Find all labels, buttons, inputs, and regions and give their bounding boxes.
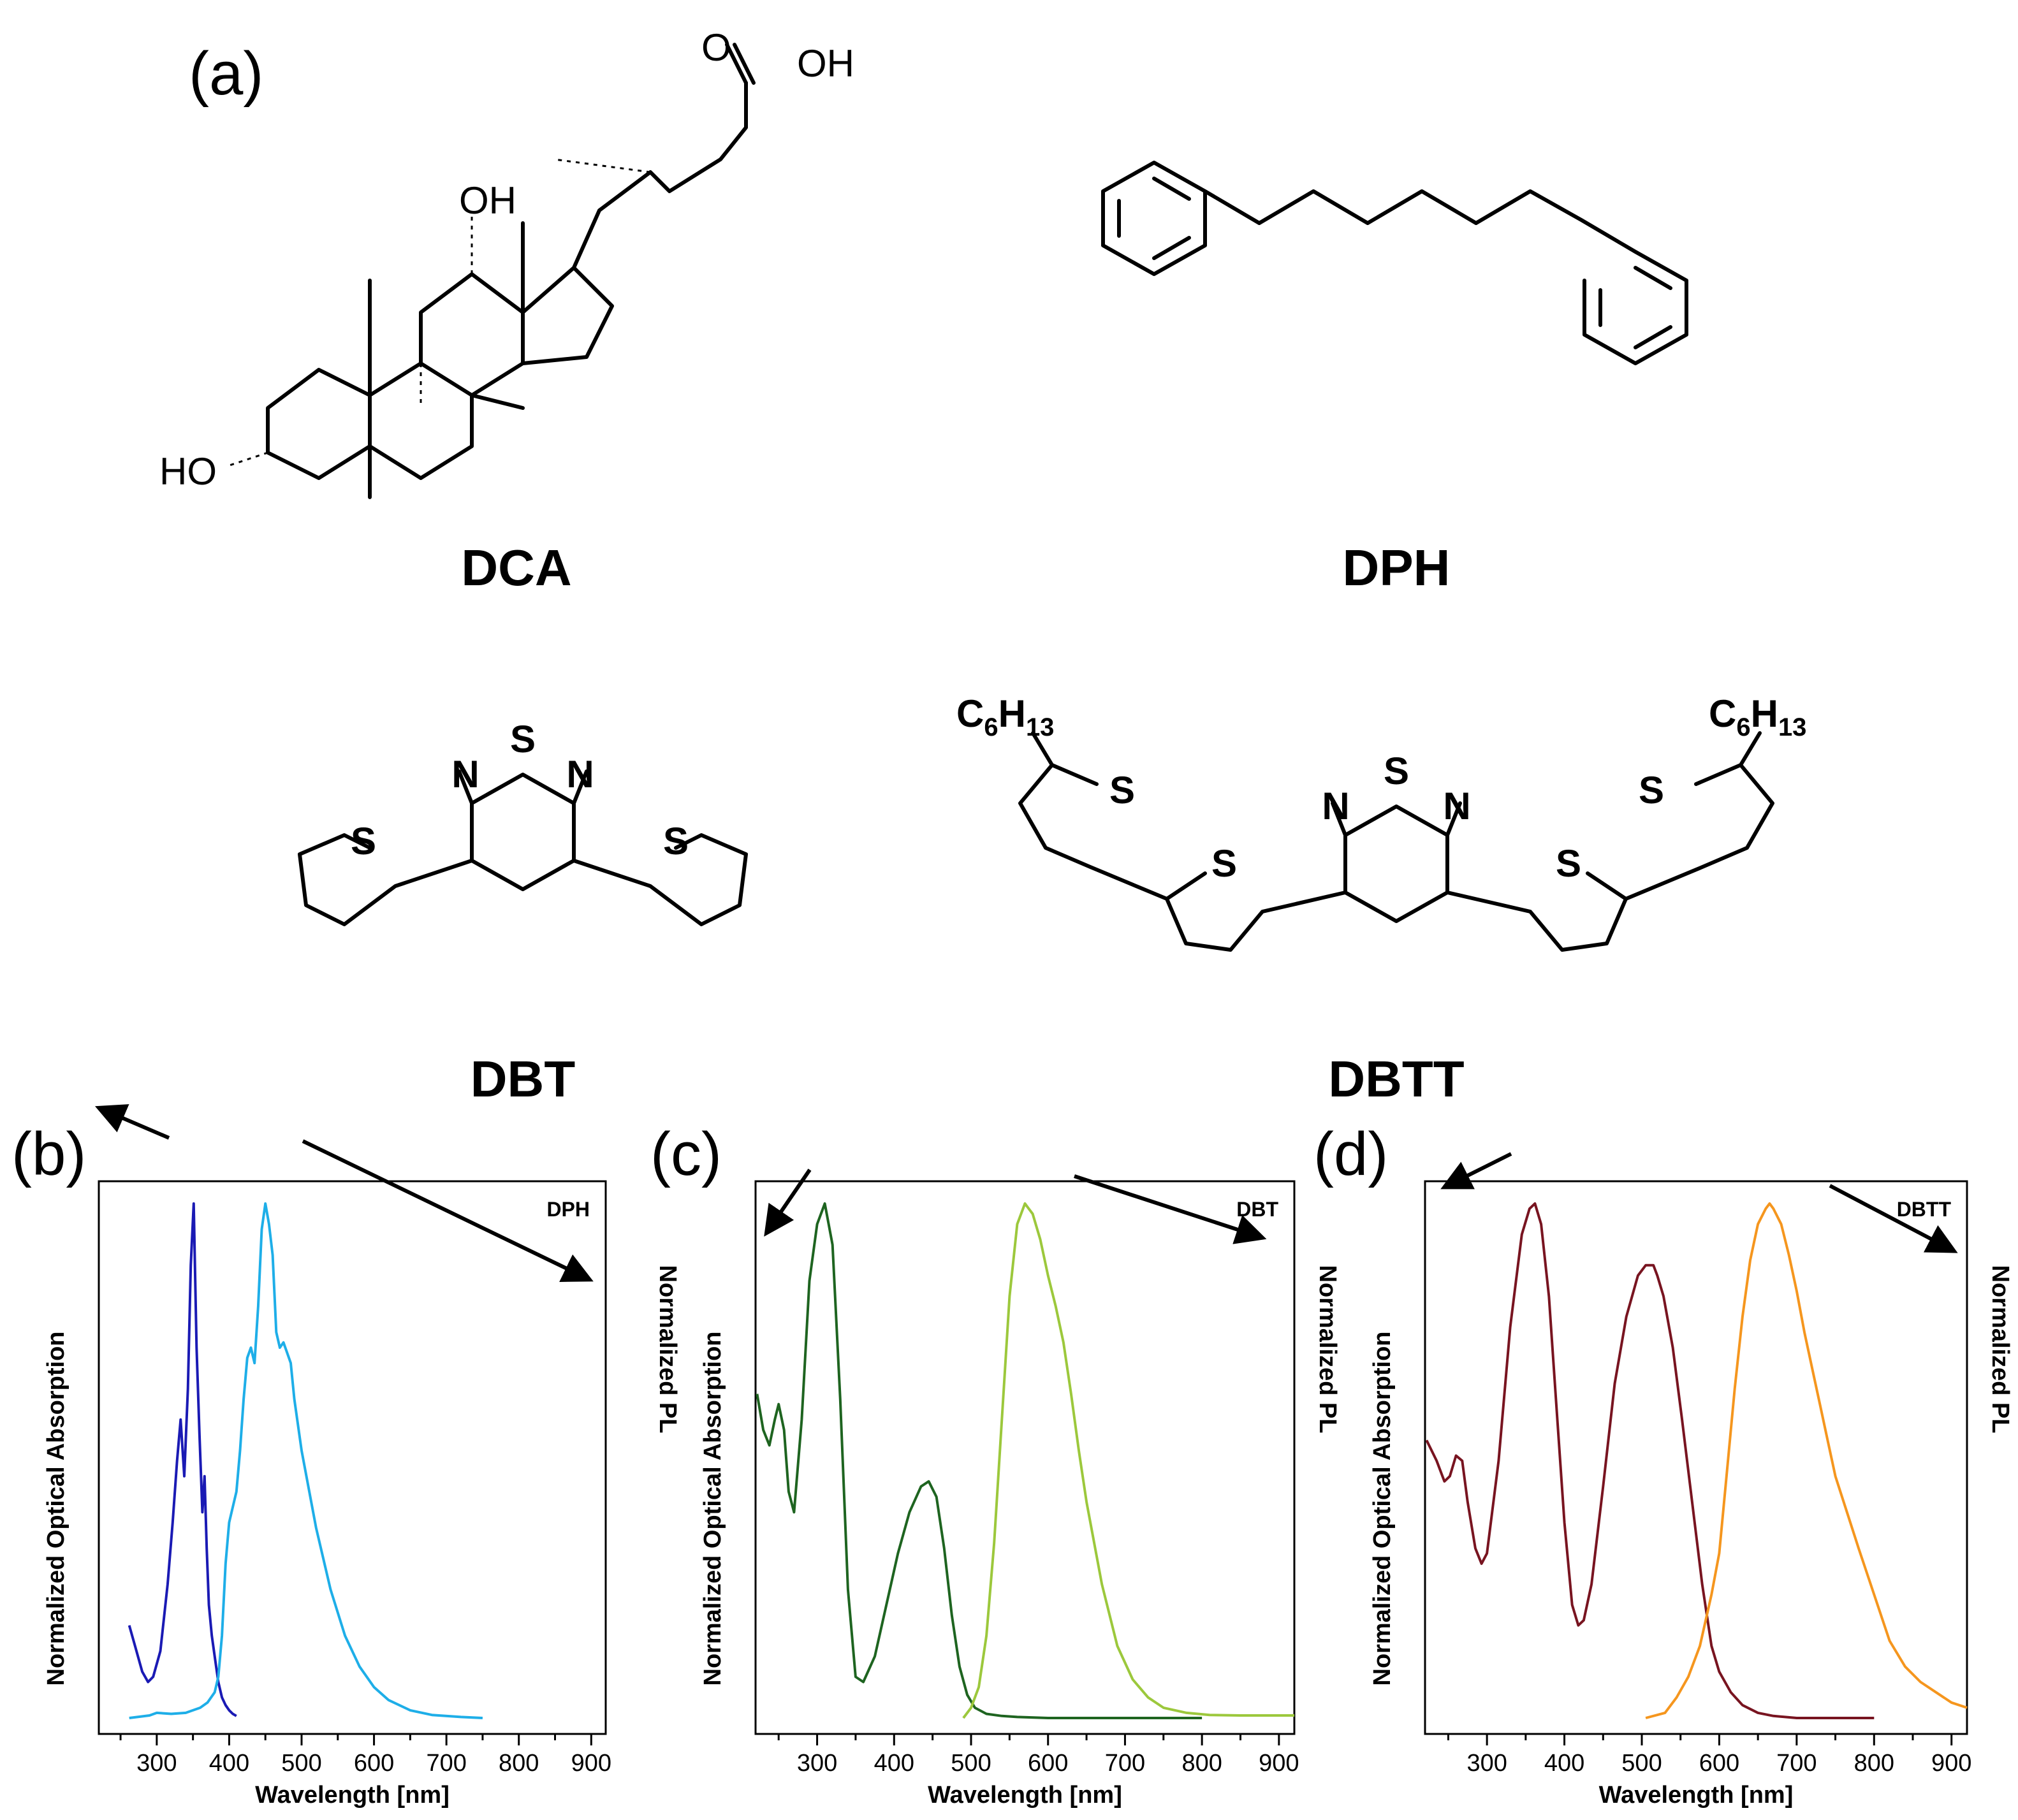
dbtt-s-center: S bbox=[1384, 750, 1409, 792]
arrow-to-absorption-axis bbox=[94, 1104, 170, 1140]
x-axis-label-dbt: Wavelength [nm] bbox=[928, 1782, 1122, 1809]
arrow-to-absorption-axis bbox=[1440, 1152, 1512, 1190]
y-axis-label-right-dph: Normalized PL bbox=[654, 1265, 681, 1434]
dca-dash-methyl bbox=[554, 158, 651, 173]
x-tick-label: 400 bbox=[209, 1750, 249, 1777]
x-tick-label: 700 bbox=[1776, 1750, 1817, 1777]
dbtt-s3: S bbox=[1556, 842, 1581, 885]
x-tick-label: 500 bbox=[281, 1750, 321, 1777]
dca-bonds bbox=[266, 81, 748, 499]
dbtt-s1: S bbox=[1109, 769, 1135, 812]
y-axis-label-left-dbt: Normalized Optical Absorption bbox=[699, 1332, 726, 1686]
plot-frame-dph bbox=[98, 1180, 607, 1735]
dbtt-s4: S bbox=[1639, 769, 1664, 812]
dph-name: DPH bbox=[1343, 539, 1451, 596]
x-tick-label: 700 bbox=[426, 1750, 466, 1777]
plot-frame-dbt bbox=[754, 1180, 1296, 1735]
dph-structure: DPH bbox=[1101, 161, 1688, 596]
dbt-pl-line bbox=[962, 1202, 1294, 1719]
x-tick-label: 300 bbox=[797, 1750, 837, 1777]
chart-inner-label-dbt: DBT bbox=[1236, 1198, 1278, 1221]
dbt-s-center: S bbox=[510, 718, 536, 761]
y-axis-label-right-dbt: Normalized PL bbox=[1314, 1265, 1341, 1434]
dca-wedges bbox=[725, 43, 756, 85]
dph-bonds bbox=[1101, 161, 1688, 365]
dbtt-s2: S bbox=[1211, 842, 1237, 885]
dbtt-absorption-line bbox=[1425, 1202, 1875, 1719]
x-tick-label: 600 bbox=[1028, 1750, 1068, 1777]
dca-structure: O OH OH HO DCA bbox=[159, 26, 854, 596]
dbt-s-right: S bbox=[663, 820, 689, 863]
dbtt-name: DBTT bbox=[1328, 1051, 1464, 1107]
plot-frame-dbtt bbox=[1424, 1180, 1968, 1735]
x-axis-label-dbtt: Wavelength [nm] bbox=[1599, 1782, 1794, 1809]
arrow-to-pl-axis bbox=[302, 1139, 594, 1282]
dca-oh-top: OH bbox=[459, 179, 516, 222]
arrow-to-pl-axis bbox=[1829, 1184, 1958, 1253]
x-axis-label-dph: Wavelength [nm] bbox=[255, 1782, 450, 1809]
x-tick-label: 600 bbox=[354, 1750, 394, 1777]
x-tick-label: 500 bbox=[951, 1750, 991, 1777]
x-tick-label: 600 bbox=[1699, 1750, 1739, 1777]
dbtt-n-right: N bbox=[1443, 785, 1470, 827]
x-tick-label: 800 bbox=[1181, 1750, 1222, 1777]
chart-inner-label-dph: DPH bbox=[546, 1198, 590, 1221]
x-tick-label: 700 bbox=[1105, 1750, 1145, 1777]
x-tick-label: 900 bbox=[1931, 1750, 1971, 1777]
y-axis-label-left-dph: Normalized Optical Absorption bbox=[43, 1332, 69, 1686]
panel-label-dph: (b) bbox=[11, 1120, 86, 1188]
dbt-n-left: N bbox=[451, 753, 479, 796]
dbtt-substituent-right: C6H13 bbox=[1709, 692, 1806, 741]
y-axis-label-left-dbtt: Normalized Optical Absorption bbox=[1369, 1332, 1396, 1686]
x-tick-label: 300 bbox=[136, 1750, 177, 1777]
x-tick-label: 900 bbox=[571, 1750, 611, 1777]
dbt-s-left: S bbox=[351, 820, 376, 863]
x-tick-label: 500 bbox=[1621, 1750, 1662, 1777]
structures-panel: (a) O OH OH HO DCA DPH S N N S S bbox=[159, 26, 1806, 1107]
dca-dash-ho bbox=[229, 451, 268, 467]
dbtt-substituent-left: C6H13 bbox=[956, 692, 1054, 741]
dbt-structure: S N N S S DBT bbox=[298, 718, 748, 1107]
dph-absorption-line bbox=[128, 1202, 237, 1717]
dbt-n-right: N bbox=[566, 753, 594, 796]
dbt-name: DBT bbox=[471, 1051, 576, 1107]
panel-label-dbtt: (d) bbox=[1313, 1120, 1388, 1188]
x-tick-label: 300 bbox=[1466, 1750, 1507, 1777]
dbtt-pl-line bbox=[1645, 1202, 1968, 1719]
dbt-bonds bbox=[298, 769, 748, 926]
panel-label-dbt: (c) bbox=[650, 1120, 722, 1188]
dca-acid-oh: OH bbox=[797, 42, 854, 85]
dbt-absorption-line bbox=[756, 1202, 1203, 1719]
dbtt-structure: S N N S S S S C6H13 C6H13 DBTT bbox=[956, 692, 1806, 1107]
dca-carbonyl-o: O bbox=[701, 26, 731, 69]
dbtt-bonds bbox=[1018, 731, 1774, 952]
x-tick-label: 400 bbox=[1544, 1750, 1584, 1777]
dca-ho-left: HO bbox=[159, 450, 217, 493]
chart-inner-label-dbtt: DBTT bbox=[1897, 1198, 1952, 1221]
x-tick-label: 900 bbox=[1259, 1750, 1299, 1777]
x-tick-label: 800 bbox=[1854, 1750, 1894, 1777]
arrow-to-absorption-axis bbox=[764, 1168, 812, 1237]
arrow-to-pl-axis bbox=[1074, 1174, 1267, 1244]
y-axis-label-right-dbtt: Normalized PL bbox=[1987, 1265, 2014, 1434]
dca-name: DCA bbox=[461, 539, 571, 596]
x-tick-label: 800 bbox=[499, 1750, 539, 1777]
x-tick-label: 400 bbox=[874, 1750, 914, 1777]
dph-pl-line bbox=[129, 1202, 483, 1719]
panel-label-a: (a) bbox=[189, 40, 263, 108]
dbtt-n-left: N bbox=[1322, 785, 1349, 827]
